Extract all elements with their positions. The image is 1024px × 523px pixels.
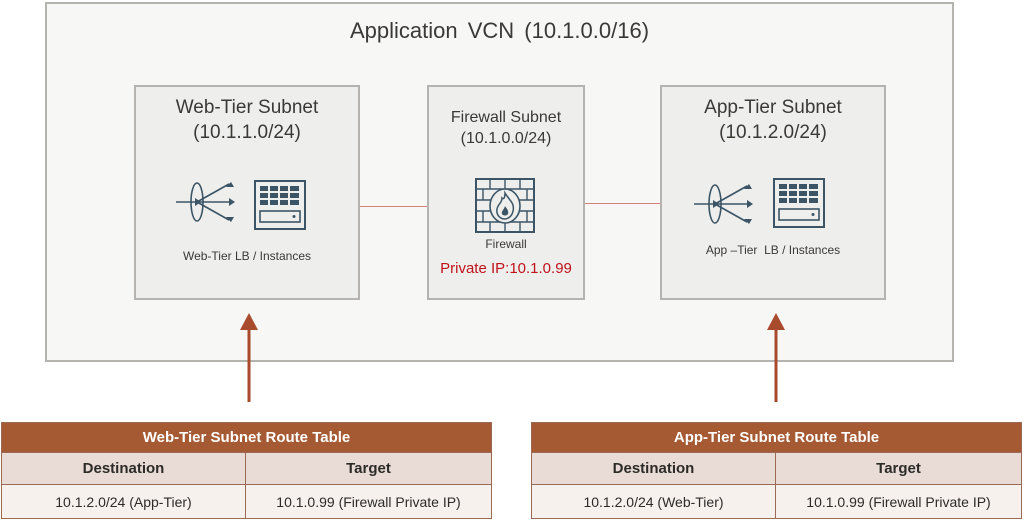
app-tier-lb-label: App –Tier LB / Instances: [705, 243, 841, 257]
firewall-label: Firewall: [485, 237, 527, 251]
arrow-up-icon: [240, 313, 258, 402]
column-header-target: Target: [774, 452, 1023, 485]
app-tier-route-table: App-Tier Subnet Route Table Destination …: [530, 422, 1023, 519]
firewall-subnet-title: Firewall Subnet: [450, 109, 562, 126]
connection-web-firewall: [313, 206, 475, 207]
web-tier-subnet-cidr: (10.1.1.0/24): [193, 122, 301, 143]
server-icon: [254, 180, 306, 230]
vcn-title: Application VCN (10.1.0.0/16): [349, 18, 650, 43]
app-tier-route-table-title: App-Tier Subnet Route Table: [530, 422, 1023, 453]
load-balancer-icon: [176, 182, 235, 222]
route-destination: 10.1.2.0/24 (Web-Tier): [531, 484, 776, 519]
firewall-private-ip: Private IP:10.1.0.99: [440, 260, 572, 277]
web-tier-lb-label: Web-Tier LB / Instances: [182, 249, 312, 263]
arrow-up-icon: [767, 313, 785, 402]
table-row: 10.1.2.0/24 (App-Tier) 10.1.0.99 (Firewa…: [1, 484, 492, 519]
column-header-destination: Destination: [1, 452, 246, 485]
route-destination: 10.1.2.0/24 (App-Tier): [1, 484, 246, 519]
app-tier-subnet-title: App-Tier Subnet: [704, 97, 842, 118]
web-tier-subnet-title: Web-Tier Subnet: [175, 97, 319, 118]
web-tier-route-table: Web-Tier Subnet Route Table Destination …: [1, 422, 492, 519]
web-tier-route-table-title: Web-Tier Subnet Route Table: [1, 422, 492, 453]
column-header-target: Target: [245, 452, 492, 485]
firewall-icon: [475, 178, 535, 233]
web-tier-subnet: [134, 85, 360, 300]
route-target: 10.1.0.99 (Firewall Private IP): [245, 484, 492, 519]
firewall-subnet-cidr: (10.1.0.0/24): [460, 130, 552, 147]
column-header-destination: Destination: [531, 452, 776, 485]
connection-firewall-app: [535, 203, 683, 204]
server-icon: [773, 178, 825, 228]
app-tier-subnet-cidr: (10.1.2.0/24): [719, 122, 827, 143]
route-target: 10.1.0.99 (Firewall Private IP): [774, 484, 1023, 519]
table-row: 10.1.2.0/24 (Web-Tier) 10.1.0.99 (Firewa…: [531, 484, 1023, 519]
load-balancer-icon: [694, 184, 753, 224]
